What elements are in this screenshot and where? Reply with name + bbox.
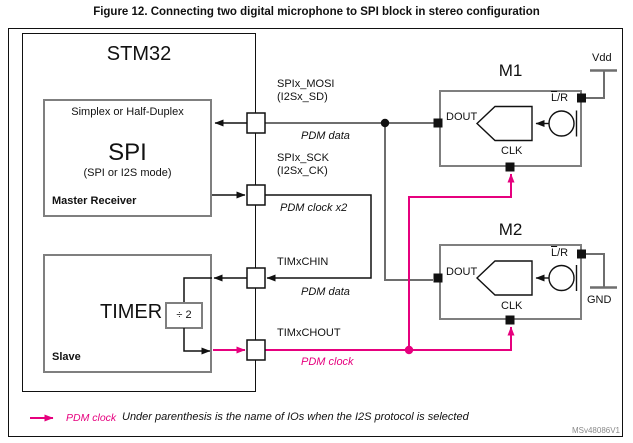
timer-box: TIMER Slave ÷ 2	[43, 254, 212, 373]
stm32-title: STM32	[106, 43, 172, 65]
mosi-pin-label: SPIx_MOSI (I2Sx_SD)	[277, 78, 334, 104]
spi-mode-top-label: Simplex or Half-Duplex	[71, 106, 184, 118]
spi-mode-bottom-label: (SPI or I2S mode)	[83, 167, 172, 179]
mosi-signal-label: PDM data	[301, 130, 350, 142]
m1-clk-label: CLK	[501, 145, 523, 157]
mosi-pin-name: SPIx_MOSI	[277, 78, 335, 90]
figure-title: Figure 12. Connecting two digital microp…	[93, 6, 540, 18]
m1-lr-label: L/R	[551, 92, 568, 105]
chout-signal-label: PDM clock	[301, 356, 354, 368]
sck-signal-label: PDM clock x2	[280, 202, 348, 214]
chin-signal-label: PDM data	[301, 286, 350, 298]
spi-box: Simplex or Half-Duplex SPI (SPI or I2S m…	[43, 99, 212, 217]
timer-role-label: Slave	[52, 351, 81, 363]
m2-lr-bar: L	[551, 247, 558, 259]
figure-reference: MSv48086V1	[571, 426, 620, 435]
divide-by-two-box: ÷ 2	[165, 302, 203, 329]
m1-lr-bar: L	[551, 92, 558, 104]
legend-note: Under parenthesis is the name of IOs whe…	[122, 411, 469, 423]
mosi-i2s-name: (I2Sx_SD)	[277, 91, 328, 103]
m1-lr-rest: /R	[557, 92, 569, 104]
divide-by-two-label: ÷ 2	[176, 309, 192, 321]
sck-i2s-name: (I2Sx_CK)	[277, 165, 328, 177]
sck-pin-name: SPIx_SCK	[277, 152, 329, 164]
m2-clk-label: CLK	[501, 300, 523, 312]
microphone-m1-title: M1	[498, 61, 523, 80]
m2-lr-rest: /R	[557, 247, 569, 259]
m1-dout-label: DOUT	[446, 111, 478, 123]
figure-frame	[8, 28, 623, 437]
chin-pin-label: TIMxCHIN	[277, 256, 329, 268]
microphone-m2-title: M2	[498, 220, 523, 239]
spi-title: SPI	[108, 139, 147, 166]
m2-dout-label: DOUT	[446, 266, 478, 278]
legend-pdm-clock-label: PDM clock	[66, 412, 117, 424]
m2-lr-label: L/R	[551, 247, 568, 260]
sck-pin-label: SPIx_SCK (I2Sx_CK)	[277, 152, 329, 178]
timer-title: TIMER	[100, 301, 163, 323]
chout-pin-label: TIMxCHOUT	[277, 327, 341, 339]
gnd-label: GND	[587, 294, 612, 306]
vdd-label: Vdd	[592, 52, 612, 64]
spi-role-label: Master Receiver	[52, 195, 137, 207]
